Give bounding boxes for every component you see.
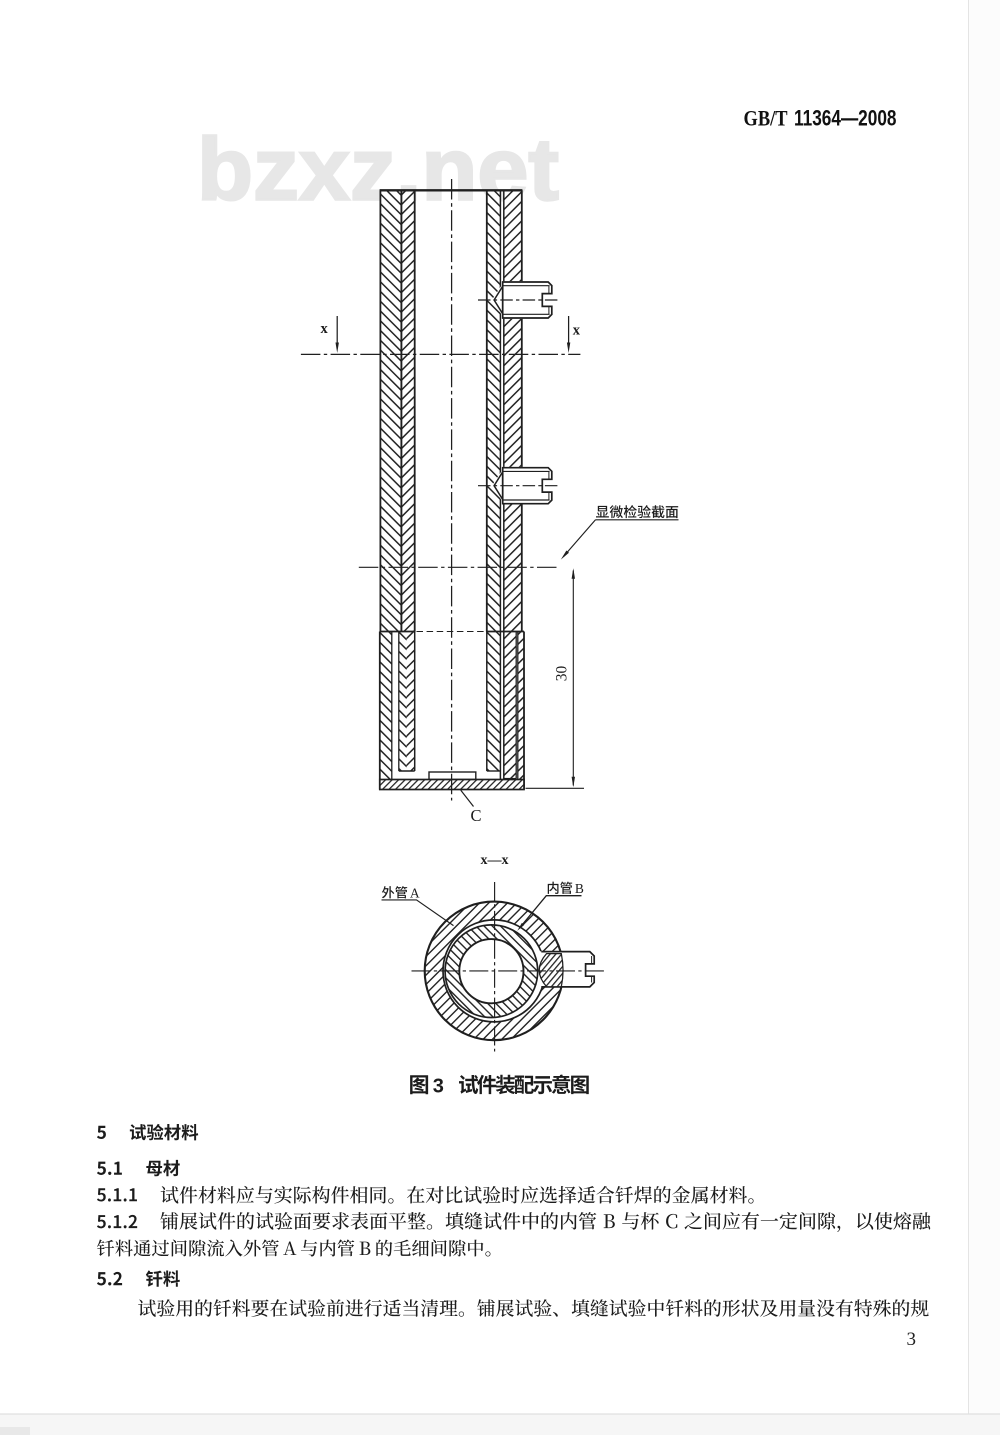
svg-text:3: 3 [433,1075,444,1097]
svg-text:x—x: x—x [481,853,509,868]
svg-text:GB/T: GB/T [744,106,788,131]
svg-text:C: C [471,806,482,825]
svg-text:A: A [410,885,420,900]
svg-text:B: B [575,881,584,896]
svg-text:11364—2008: 11364—2008 [794,106,897,131]
svg-text:3: 3 [907,1329,917,1350]
svg-text:x: x [321,321,329,337]
svg-text:30: 30 [554,666,571,682]
svg-text:x: x [573,323,581,339]
